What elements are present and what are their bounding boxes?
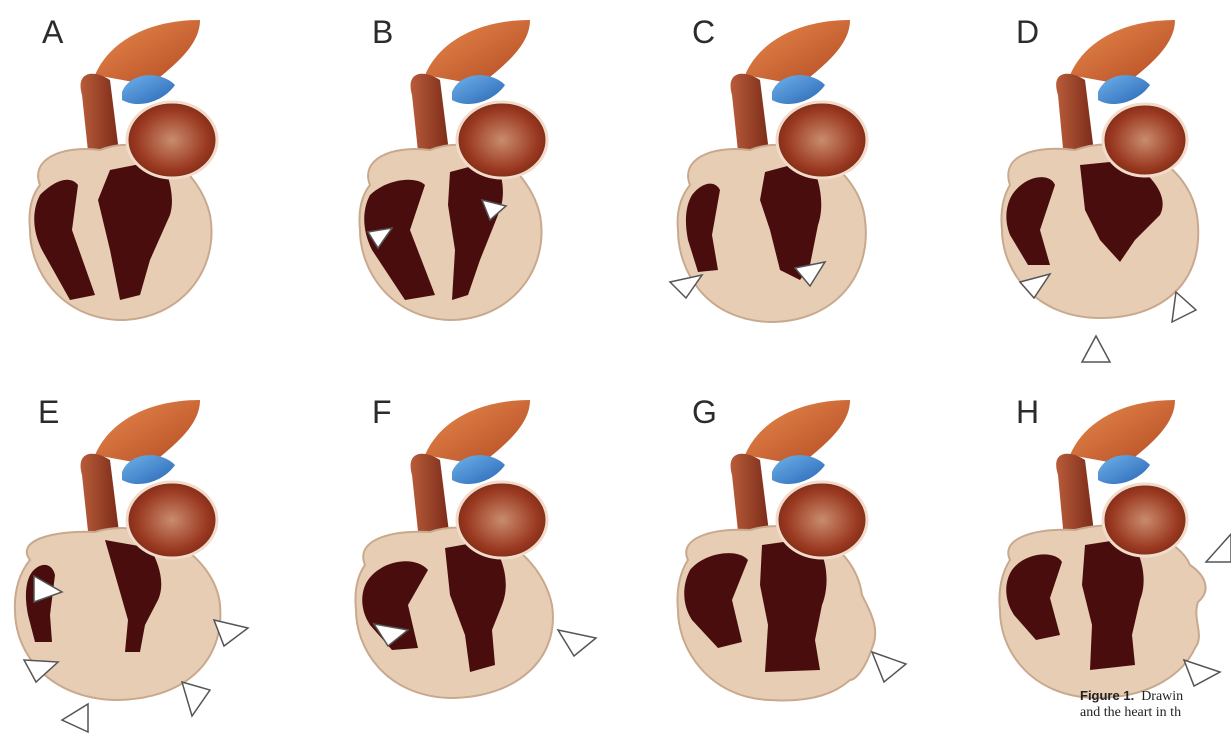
- heart-drawing: [980, 380, 1231, 741]
- figure-caption: Figure 1. Drawin and the heart in th: [1080, 688, 1183, 721]
- arrowhead-icon: [1172, 292, 1196, 322]
- panel-d: D: [980, 0, 1231, 370]
- arrowhead-icon: [1184, 660, 1220, 686]
- heart-drawing: [0, 380, 300, 741]
- heart-drawing: [0, 0, 300, 370]
- heart-drawing: [330, 380, 630, 741]
- arrowhead-icon: [872, 652, 906, 682]
- heart-drawing: [980, 0, 1231, 370]
- arrowhead-icon: [1082, 336, 1110, 362]
- panel-b: B: [330, 0, 630, 370]
- figure-label: Figure 1.: [1080, 688, 1134, 703]
- panel-g: G: [650, 380, 950, 750]
- caption-text: Drawin: [1141, 689, 1183, 704]
- heart-drawing: [650, 380, 950, 741]
- arrowhead-icon: [182, 682, 210, 716]
- panel-e: E: [0, 380, 300, 750]
- arrowhead-icon: [558, 630, 596, 656]
- panel-c: C: [650, 0, 950, 370]
- panel-f: F: [330, 380, 630, 750]
- arrowhead-icon: [214, 620, 248, 646]
- arrowhead-icon: [62, 704, 88, 732]
- panel-a: A: [0, 0, 300, 370]
- heart-drawing: [650, 0, 950, 370]
- caption-line-1: Figure 1. Drawin: [1080, 688, 1183, 705]
- arrowhead-icon: [1206, 534, 1231, 562]
- heart-drawing: [330, 0, 630, 370]
- caption-line-2: and the heart in th: [1080, 705, 1183, 721]
